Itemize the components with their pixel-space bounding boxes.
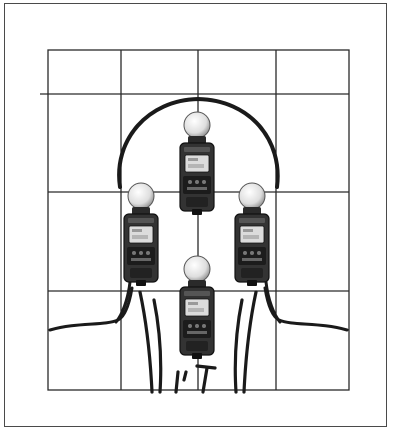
light-meter-chest xyxy=(180,256,214,359)
light-meter-right-cheek xyxy=(235,183,269,286)
light-meter-left-cheek xyxy=(124,183,158,286)
light-meter-forehead xyxy=(180,112,214,215)
